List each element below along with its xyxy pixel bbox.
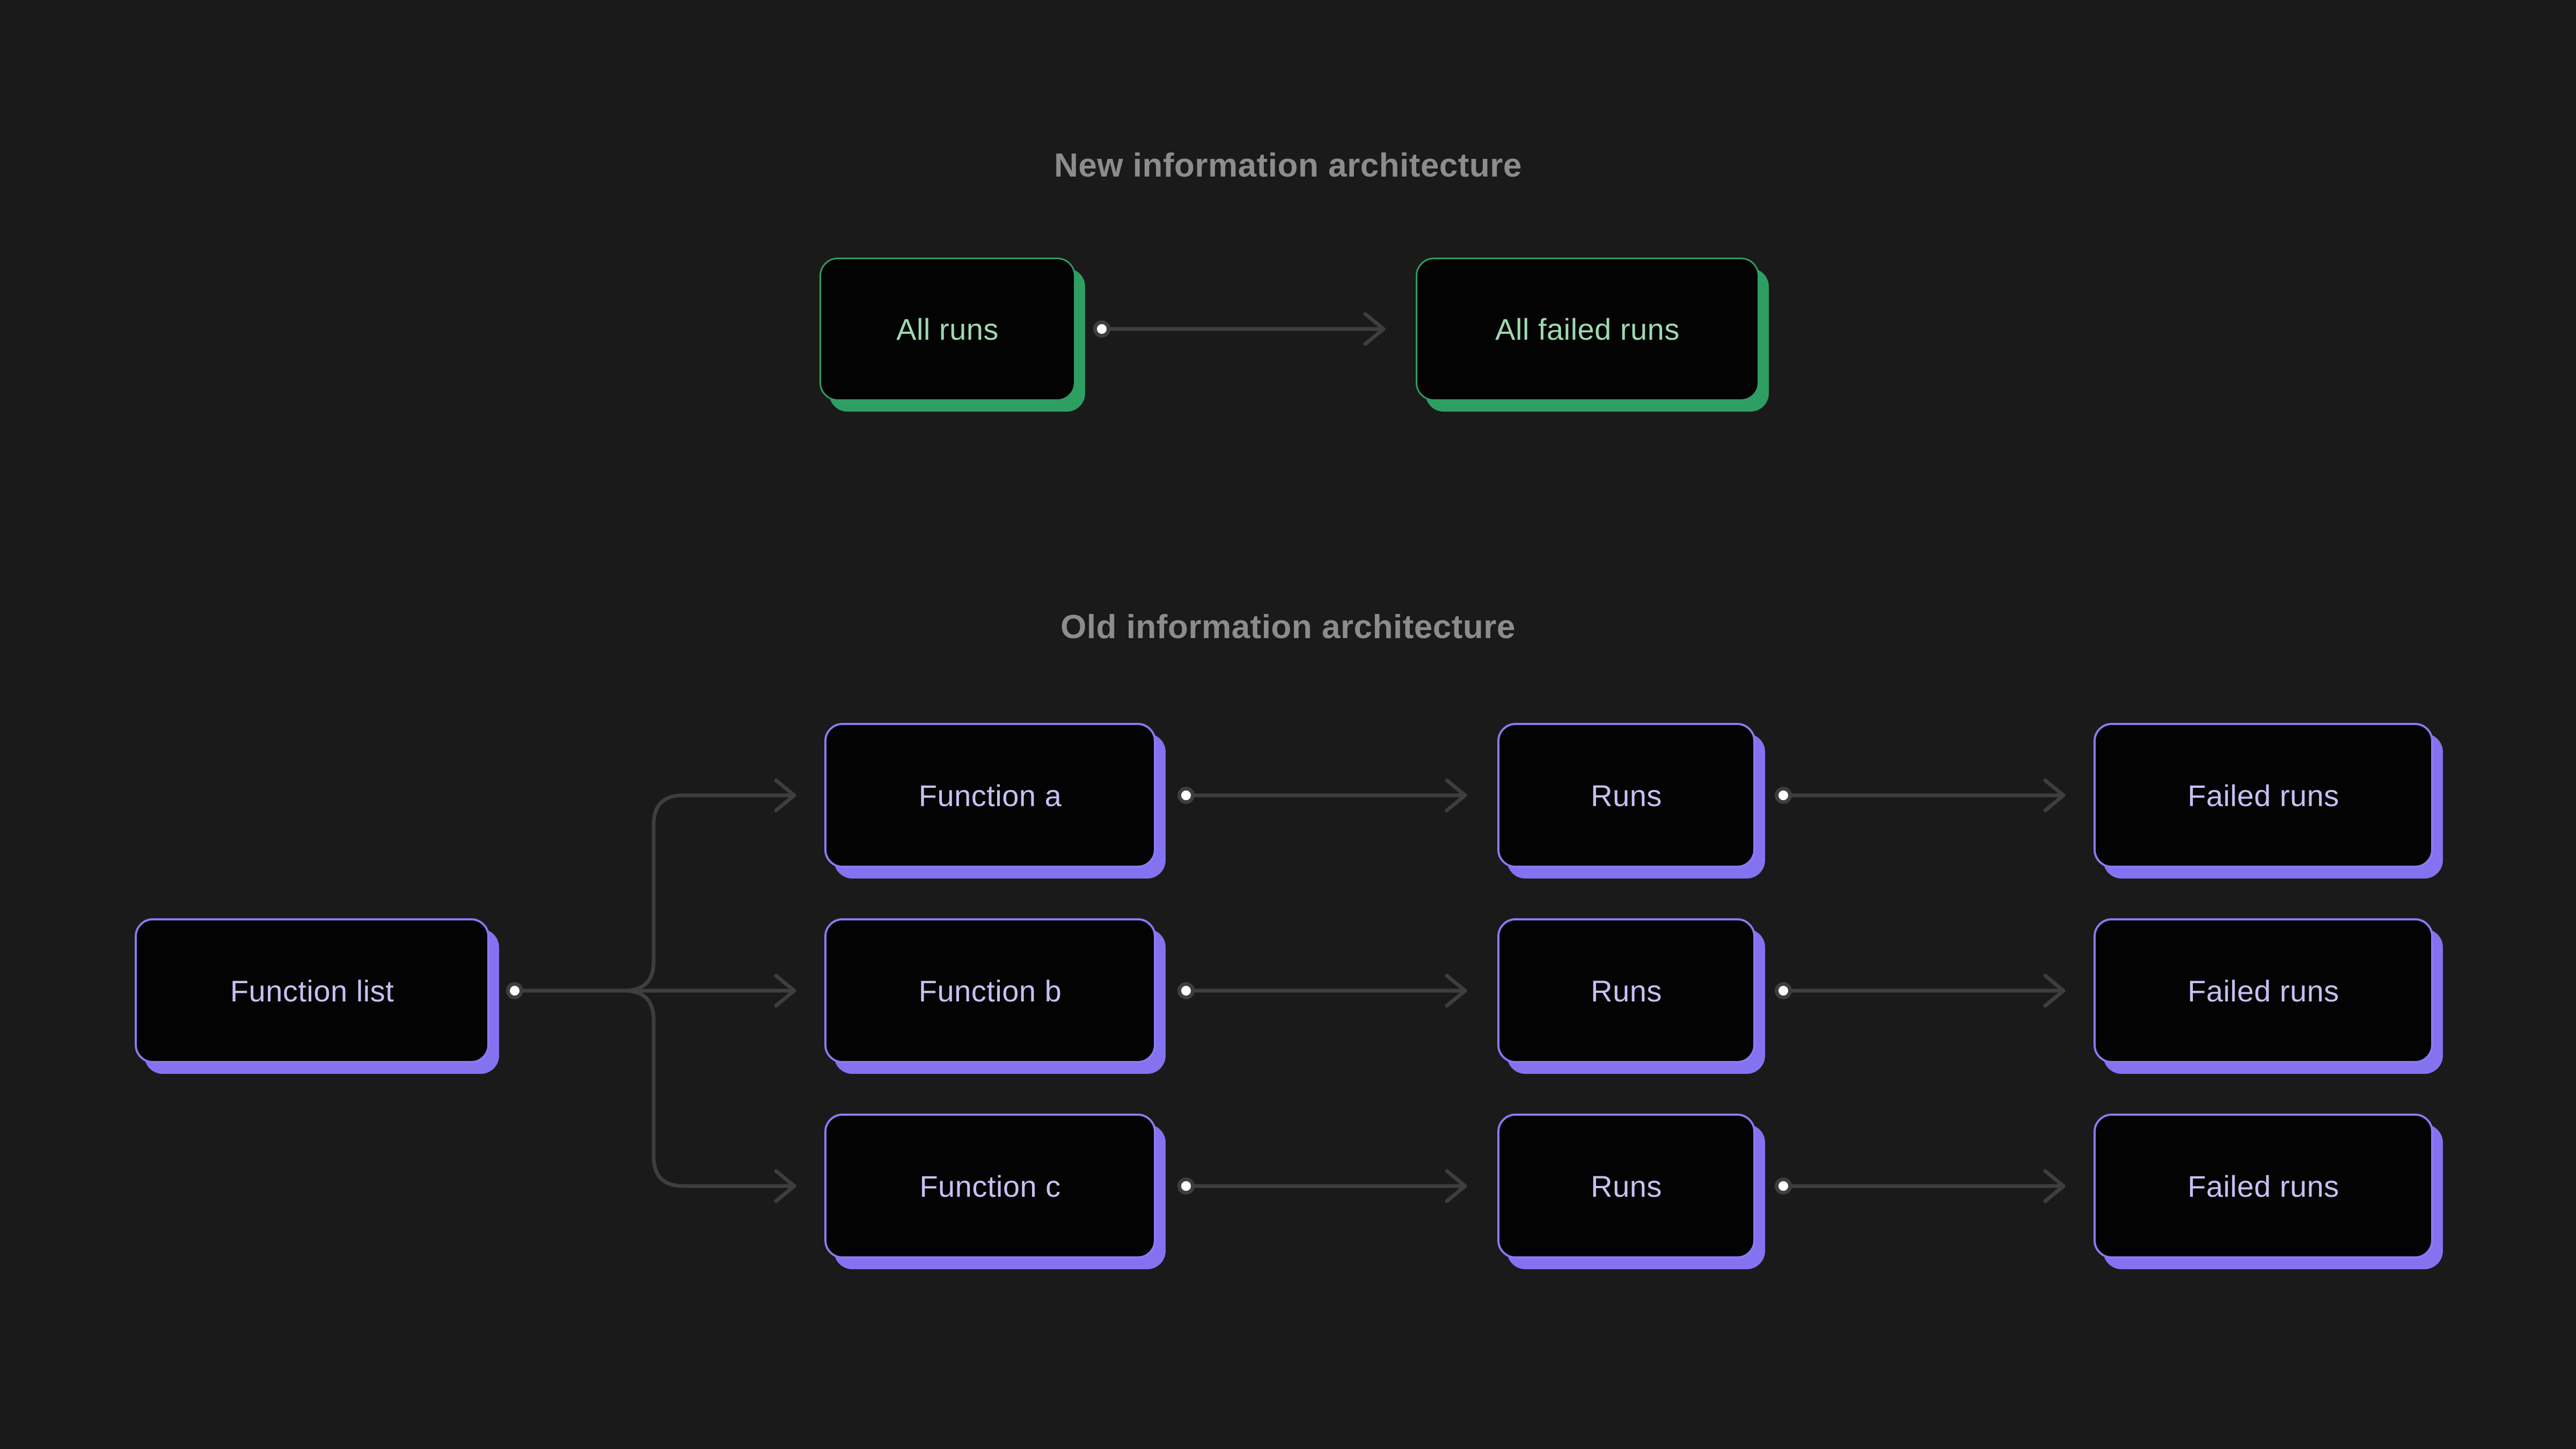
connector-all-runs-to-all-failed-runs	[1093, 312, 1386, 346]
connector-origin-dot-core	[1181, 986, 1191, 996]
node-all-runs: All runs	[819, 258, 1075, 401]
arrowhead-icon	[1445, 974, 1467, 1008]
connector-function-a-to-runs	[1177, 778, 1467, 813]
arrowhead-icon	[1445, 1169, 1467, 1203]
arrowhead-icon	[1363, 312, 1386, 346]
connector-origin-dot-core	[1779, 1181, 1788, 1191]
node-label: Failed runs	[2187, 778, 2339, 813]
node-label: Failed runs	[2187, 974, 2339, 1008]
node-function-b: Function b	[824, 918, 1156, 1063]
connector-function-list-branch	[506, 778, 796, 1203]
arrowhead-icon	[2043, 778, 2066, 813]
connector-function-c-to-runs	[1177, 1169, 1467, 1203]
section-title-old: Old information architecture	[1060, 609, 1516, 646]
node-label: Function b	[918, 974, 1062, 1008]
node-failed-runs-c: Failed runs	[2094, 1114, 2433, 1258]
node-failed-runs-a: Failed runs	[2094, 723, 2433, 868]
node-runs-b: Runs	[1497, 918, 1755, 1063]
node-label: Function list	[230, 974, 394, 1008]
node-label: Failed runs	[2187, 1169, 2339, 1203]
connector-origin-dot-core	[1779, 986, 1788, 996]
connector-origin-dot-core	[1779, 791, 1788, 800]
node-label: Function c	[919, 1169, 1061, 1203]
connector-origin-dot-core	[510, 986, 519, 996]
node-label: Runs	[1591, 778, 1662, 813]
connector-runs-c-to-failed-runs	[1775, 1169, 2066, 1203]
arrowhead-icon	[774, 778, 796, 813]
arrowhead-icon	[2043, 974, 2066, 1008]
branch-upper-curve	[622, 793, 796, 993]
node-failed-runs-b: Failed runs	[2094, 918, 2433, 1063]
node-label: Function a	[918, 778, 1062, 813]
connector-origin-dot-core	[1097, 324, 1107, 334]
arrowhead-icon	[774, 1169, 796, 1203]
arrowhead-icon	[1445, 778, 1467, 813]
node-label: Runs	[1591, 974, 1662, 1008]
connector-function-b-to-runs	[1177, 974, 1467, 1008]
node-runs-c: Runs	[1497, 1114, 1755, 1258]
node-label: Runs	[1591, 1169, 1662, 1203]
node-function-list: Function list	[135, 918, 489, 1063]
node-function-a: Function a	[824, 723, 1156, 868]
connector-runs-b-to-failed-runs	[1775, 974, 2066, 1008]
arrowhead-icon	[2043, 1169, 2066, 1203]
node-runs-a: Runs	[1497, 723, 1755, 868]
node-label: All failed runs	[1495, 312, 1680, 346]
node-all-failed-runs: All failed runs	[1416, 258, 1759, 401]
section-title-new: New information architecture	[1054, 147, 1522, 184]
connector-origin-dot-core	[1181, 791, 1191, 800]
connector-origin-dot-core	[1181, 1181, 1191, 1191]
branch-lower-curve	[622, 989, 796, 1188]
arrowhead-icon	[774, 974, 796, 1008]
node-label: All runs	[896, 312, 999, 346]
connector-runs-a-to-failed-runs	[1775, 778, 2066, 813]
node-function-c: Function c	[824, 1114, 1156, 1258]
